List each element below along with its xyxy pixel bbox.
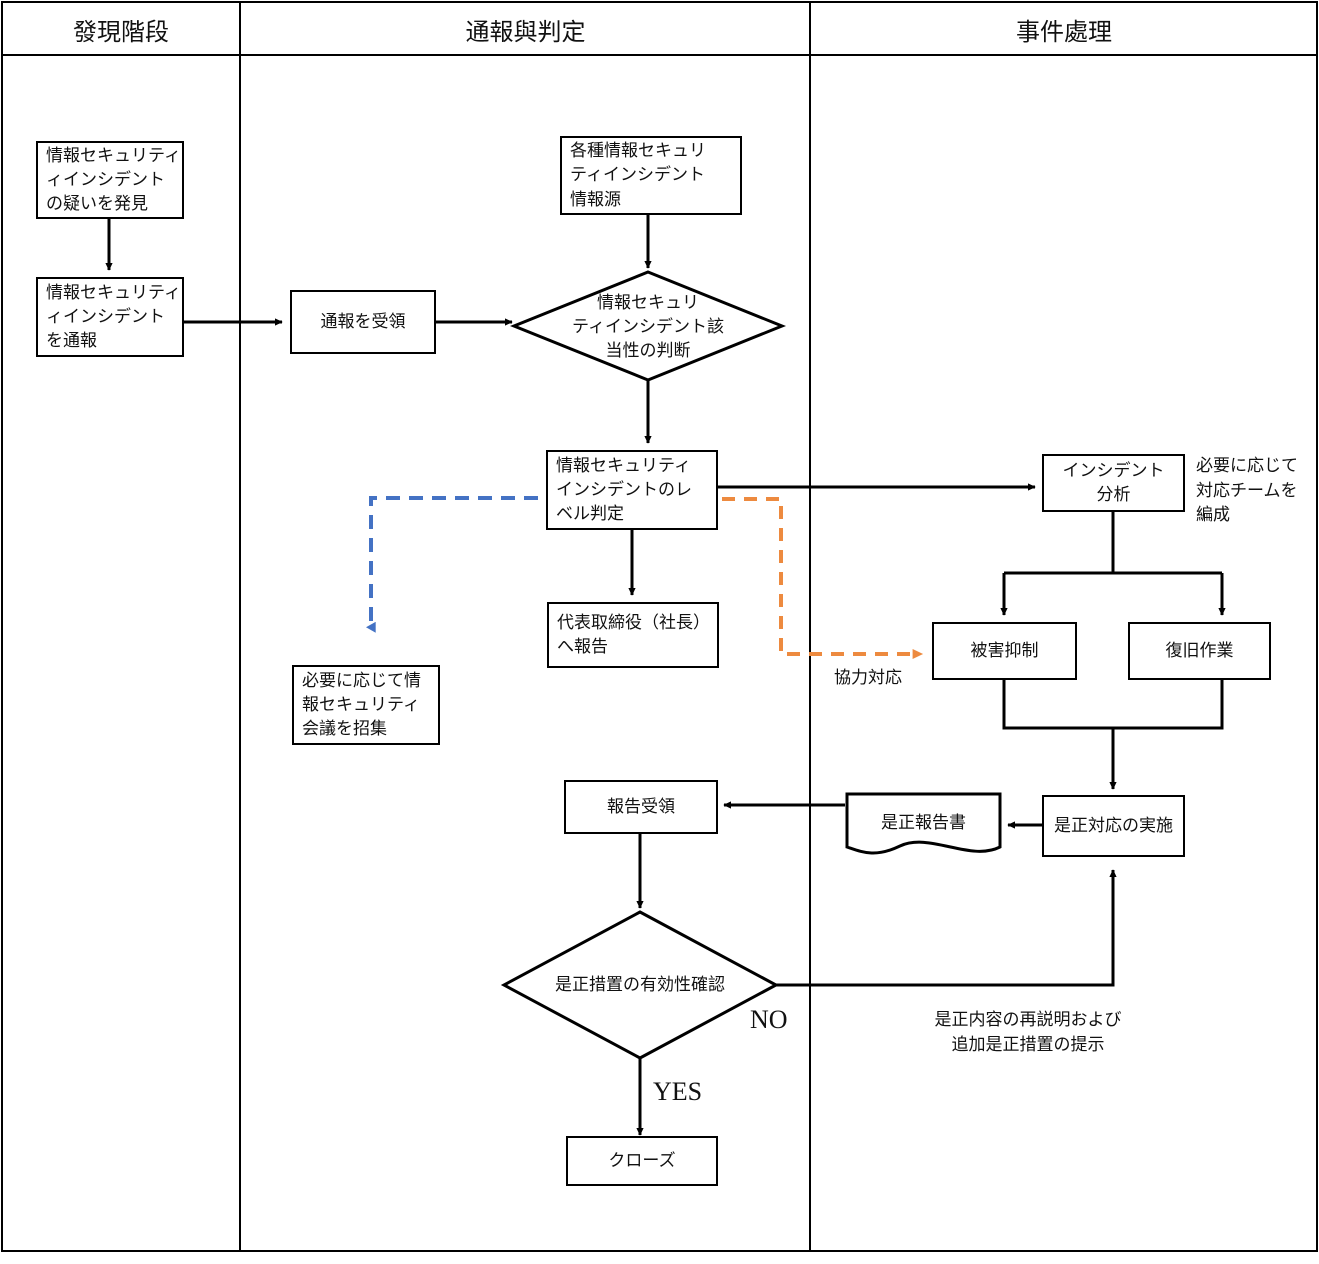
node-info-sources[interactable]: 各種情報セキュリ ティインシデント 情報源 [560,136,742,215]
node-corrective-report-doc[interactable]: 是正報告書 [881,812,966,833]
node-judge-applicability[interactable]: 情報セキュリ ティインシデント該 当性の判断 [572,292,724,362]
node-close[interactable]: クローズ [566,1136,718,1186]
node-damage-control[interactable]: 被害抑制 [932,622,1077,680]
edge-label-no: NO [750,1005,788,1034]
node-report-to-ceo[interactable]: 代表取締役（社長） へ報告 [547,602,719,668]
node-receive-result[interactable]: 報告受領 [564,780,718,834]
node-receive-report[interactable]: 通報を受領 [290,290,436,354]
annotation-cooperate: 協力対応 [834,668,902,688]
annotation-re-explain: 是正内容の再説明および 追加是正措置の提示 [934,1010,1122,1055]
node-incident-analysis[interactable]: インシデント 分析 [1042,454,1185,512]
node-level-decision[interactable]: 情報セキュリティ インシデントのレ ベル判定 [546,450,718,530]
decision-applicability-shape [509,270,787,382]
decision-effectiveness-shape [500,910,780,1060]
annotation-form-team: 必要に応じて 対応チームを 編成 [1196,456,1298,526]
node-convene-meeting[interactable]: 必要に応じて情 報セキュリティ 会議を招集 [292,665,440,745]
node-recovery-work[interactable]: 復旧作業 [1128,622,1271,680]
edge-label-yes: YES [653,1077,703,1106]
node-corrective-action[interactable]: 是正対応の実施 [1042,795,1185,857]
lane-header-report: 通報與判定 [465,17,586,46]
node-discover-suspicion[interactable]: 情報セキュリティ ィインシデント の疑いを発見 [36,141,184,219]
document-corrective-report-shape [845,792,1002,855]
lane-header-discovery: 發現階段 [73,17,169,46]
lane-header-handling: 事件處理 [1016,17,1112,46]
node-verify-effectiveness[interactable]: 是正措置の有効性確認 [555,974,725,995]
node-report-incident[interactable]: 情報セキュリティ ィインシデント を通報 [36,277,184,357]
